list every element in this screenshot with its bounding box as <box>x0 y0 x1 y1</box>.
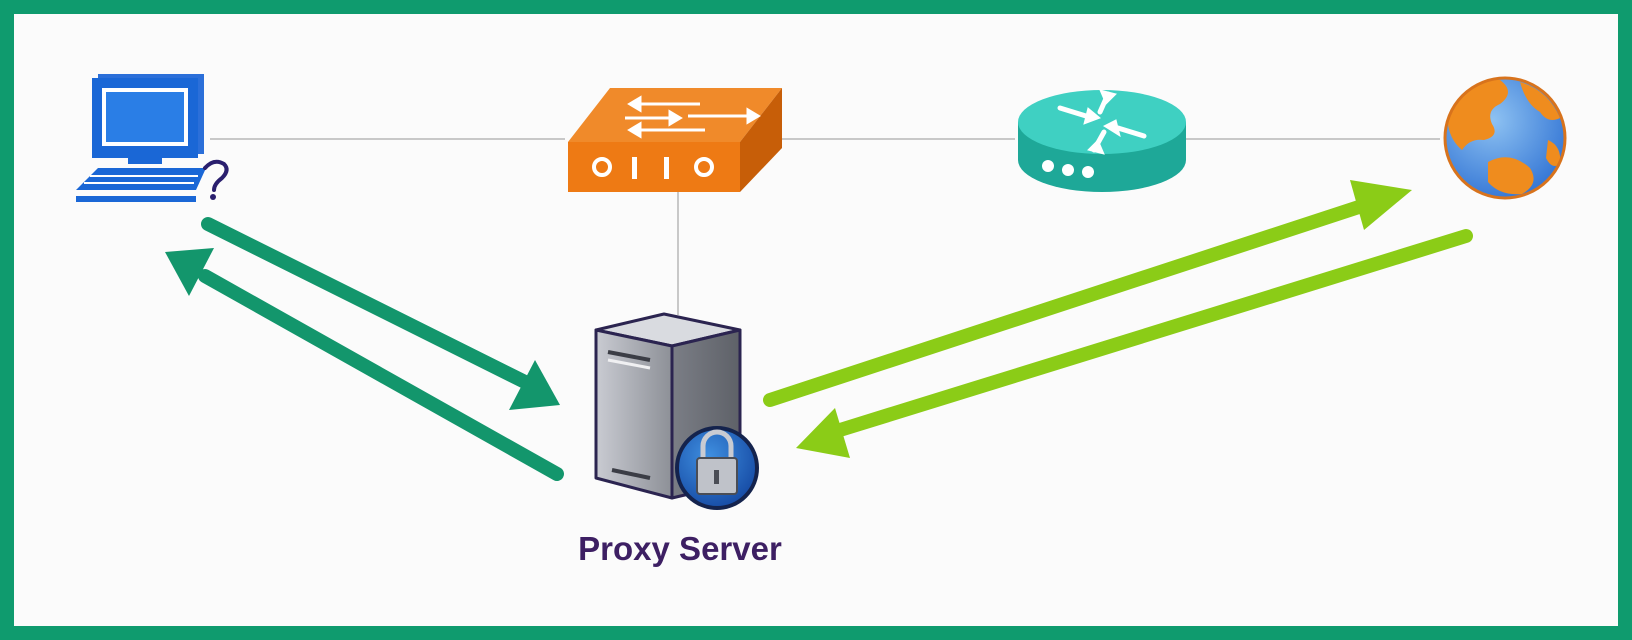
response-arrow-to-client <box>165 248 564 481</box>
link-lines <box>210 138 1440 315</box>
response-arrow-to-proxy <box>796 229 1473 458</box>
secure-server-icon <box>594 312 759 510</box>
request-arrow-to-internet <box>763 180 1412 407</box>
computer-icon <box>76 74 229 202</box>
client-proxy-arrows <box>165 217 564 481</box>
proxy-internet-arrows <box>763 180 1473 458</box>
switch-icon <box>568 88 782 192</box>
router-icon <box>1018 89 1186 192</box>
globe-icon <box>1443 76 1567 200</box>
proxy-server-label: Proxy Server <box>578 530 782 567</box>
request-arrow-to-proxy <box>201 217 560 410</box>
